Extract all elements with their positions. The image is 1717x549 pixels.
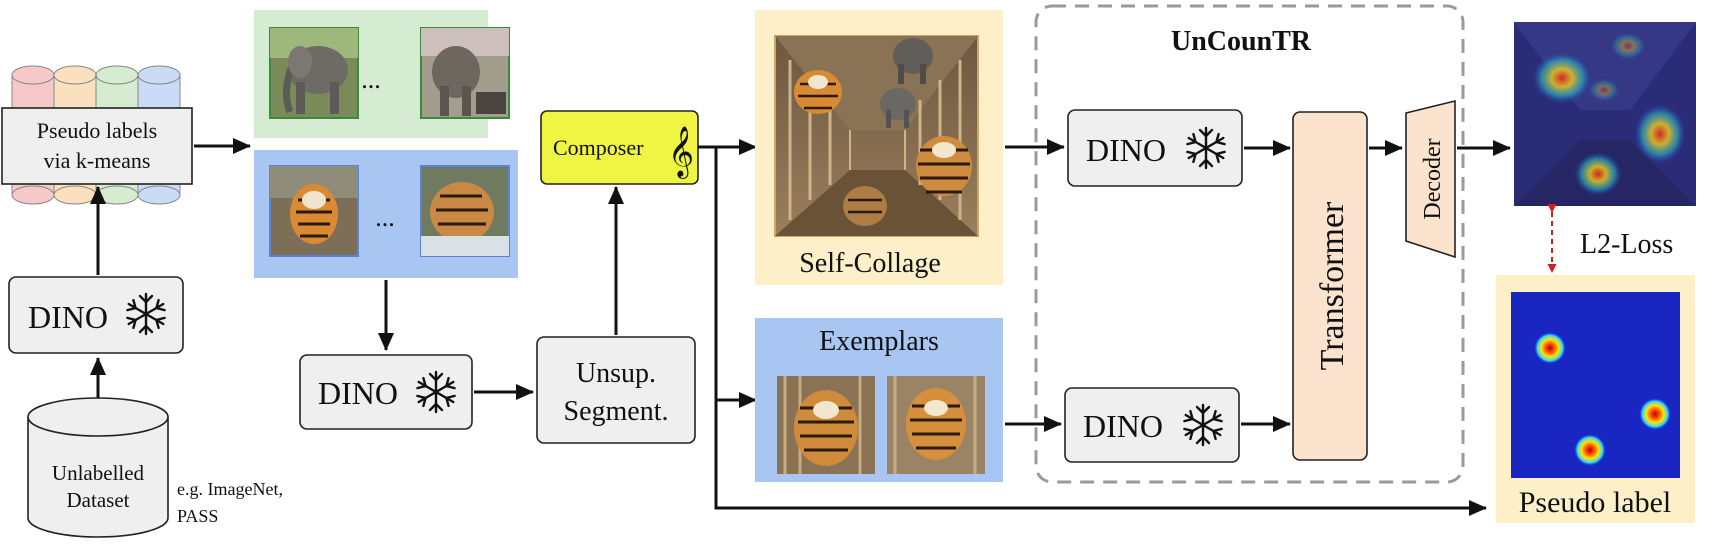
unsup-segment-node: Unsup. Segment. <box>536 336 696 444</box>
dataset-note-line1: e.g. ImageNet, <box>177 479 283 499</box>
dataset-line1: Unlabelled <box>52 461 145 485</box>
dino-node-exemplar: DINO <box>1064 387 1240 463</box>
self-collage-label: Self-Collage <box>799 248 941 279</box>
tiger-image-1 <box>269 165 359 257</box>
collage-tiger-1 <box>794 70 842 114</box>
pseudo-label-panel: Pseudo label <box>1496 275 1695 523</box>
decoder-node: Decoder <box>1405 99 1456 259</box>
composer-label: Composer <box>553 135 644 160</box>
arrow-composer-to-pseudo-label <box>714 147 1487 516</box>
tiger-image-2 <box>420 165 510 257</box>
predicted-density-map <box>1514 22 1696 206</box>
dino-label: DINO <box>1086 132 1166 168</box>
decoder-label: Decoder <box>1420 138 1446 219</box>
collage-tiger-3 <box>843 186 887 226</box>
dino-node-middle: DINO <box>299 354 473 430</box>
treble-clef-icon: 𝄞 <box>668 127 694 179</box>
exemplars-label: Exemplars <box>819 326 939 357</box>
pseudo-labels-line1: Pseudo labels <box>37 118 157 143</box>
pseudo-labels-line2: via k-means <box>44 148 151 173</box>
dino-label: DINO <box>318 375 398 411</box>
ellipsis-elephants: ... <box>361 65 381 94</box>
unsup-line2: Segment. <box>564 396 669 427</box>
dino-label: DINO <box>1083 408 1163 444</box>
unlabelled-dataset-cylinder: Unlabelled Dataset <box>27 397 169 538</box>
collage-tiger-2 <box>916 136 972 196</box>
collage-elephant-1 <box>893 38 933 84</box>
elephant-image-2 <box>420 27 510 119</box>
unsup-line1: Unsup. <box>576 358 656 389</box>
exemplar-image-1 <box>777 376 875 474</box>
pseudo-labels-box: Pseudo labels via k-means <box>1 107 193 185</box>
tiger-cluster-panel: ... <box>254 150 518 278</box>
elephant-cluster-panel: ... <box>254 10 510 138</box>
uncountr-title: UnCounTR <box>1171 26 1312 57</box>
transformer-node: Transformer <box>1292 111 1368 461</box>
self-collage-panel: Self-Collage <box>755 10 1003 285</box>
exemplar-image-2 <box>887 376 985 474</box>
uncountr-dashed-border <box>1034 4 1465 484</box>
dataset-line2: Dataset <box>67 488 130 512</box>
l2-loss-label: L2-Loss <box>1580 229 1673 260</box>
composer-node: Composer 𝄞 <box>540 110 699 185</box>
transformer-label: Transformer <box>1314 201 1351 370</box>
dino-label: DINO <box>28 299 108 335</box>
self-collage-image <box>774 35 979 237</box>
arrow-composer-to-exemplars <box>714 147 757 408</box>
collage-elephant-2 <box>880 88 916 128</box>
exemplars-panel: Exemplars <box>755 318 1003 482</box>
dino-node-left: DINO <box>8 276 184 354</box>
dino-node-query: DINO <box>1067 109 1243 187</box>
pseudo-label-text: Pseudo label <box>1519 486 1671 519</box>
ellipsis-tigers: ... <box>375 203 395 232</box>
dataset-note-line2: PASS <box>177 506 218 526</box>
elephant-image-1 <box>269 27 359 119</box>
